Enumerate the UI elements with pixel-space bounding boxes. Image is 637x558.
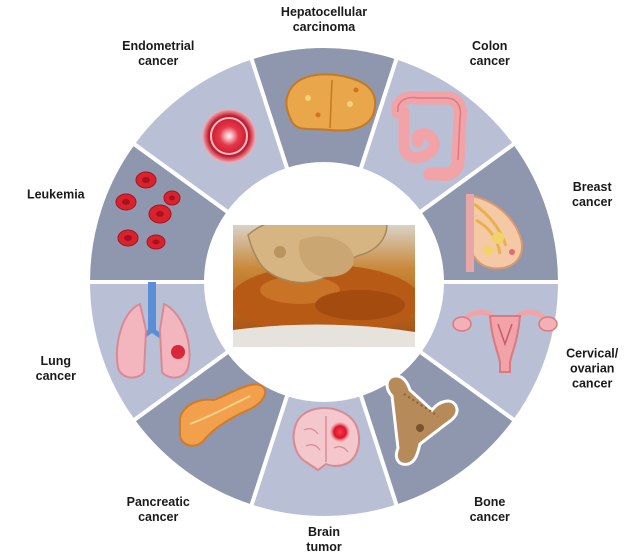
label-colon: Colon cancer	[470, 39, 510, 69]
label-brain: Brain tumor	[306, 525, 341, 555]
label-breast: Breast cancer	[572, 180, 612, 210]
label-endometrium: Endometrial cancer	[122, 39, 194, 69]
label-pancreas: Pancreatic cancer	[127, 495, 190, 525]
endometrium-icon	[202, 109, 256, 163]
liver-icon	[286, 74, 375, 130]
brain-icon	[294, 408, 359, 470]
label-uterus: Cervical/ ovarian cancer	[566, 347, 618, 392]
label-blood-cells: Leukemia	[27, 187, 85, 202]
label-bone: Bone cancer	[470, 495, 510, 525]
label-lungs: Lung cancer	[36, 354, 76, 384]
label-liver: Hepatocellular carcinoma	[281, 5, 367, 35]
